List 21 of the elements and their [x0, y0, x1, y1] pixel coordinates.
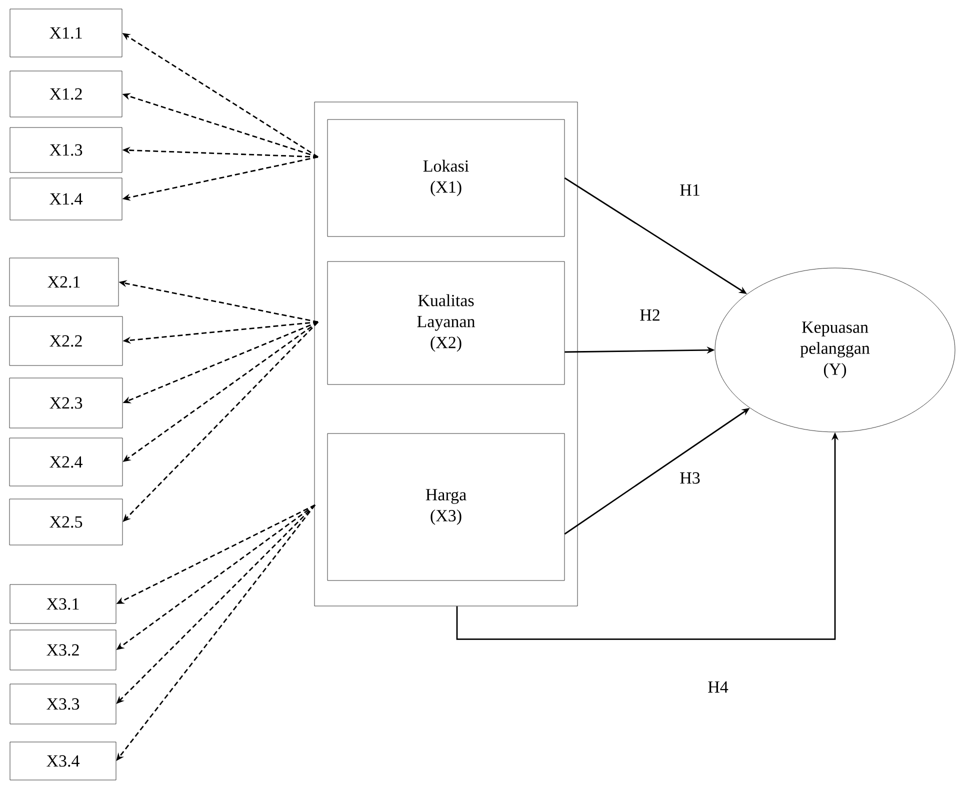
edge-label: H3	[680, 472, 700, 484]
indicator-box: X2.5	[9, 498, 123, 546]
indicator-box: X2.2	[9, 316, 123, 366]
indicator-box: X2.4	[9, 438, 123, 486]
indicator-box: X1.3	[10, 127, 122, 173]
edge-label: H4	[708, 681, 728, 693]
group-box	[314, 102, 578, 606]
construct-box: Kualitas Layanan (X2)	[327, 261, 565, 385]
indicator-box: X2.1	[9, 258, 119, 306]
indicator-box: X1.2	[10, 70, 122, 118]
construct-box: Lokasi (X1)	[327, 119, 565, 237]
edge-label: H2	[640, 309, 660, 321]
indicator-box: X2.3	[9, 378, 123, 428]
indicator-box: X3.2	[10, 630, 116, 670]
indicator-box: X3.1	[10, 584, 116, 624]
indicator-box: X1.1	[10, 8, 122, 58]
indicator-box: X1.4	[10, 178, 122, 220]
indicator-box: X3.4	[10, 742, 116, 780]
edge-label: H1	[680, 184, 700, 196]
indicator-box: X3.3	[10, 684, 116, 724]
construct-box: Harga (X3)	[327, 433, 565, 581]
